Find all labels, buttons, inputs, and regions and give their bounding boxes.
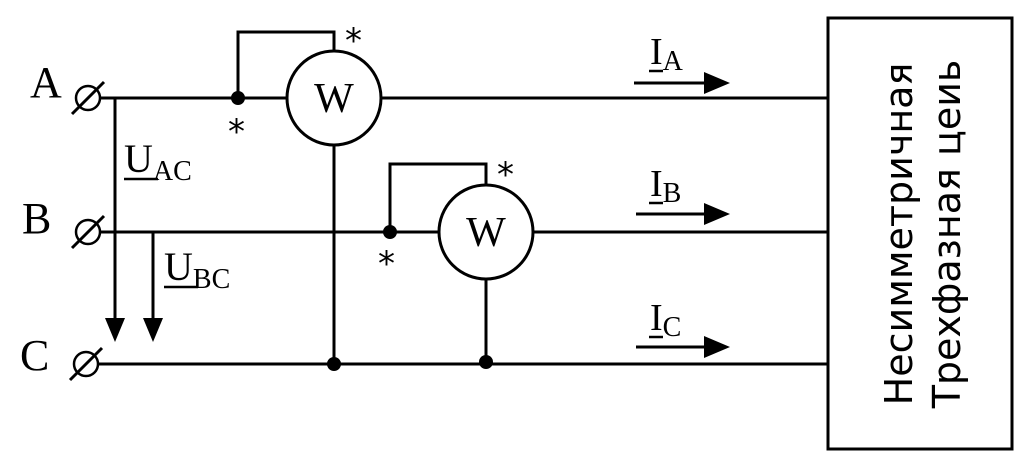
voltage-ac-arrow — [105, 98, 125, 342]
voltage-bc-sub: BC — [193, 264, 230, 295]
polarity-mark: * — [345, 21, 362, 61]
phase-b-label: B — [22, 194, 51, 243]
voltage-bc-label: UBC — [164, 244, 230, 295]
current-b-arrow — [636, 203, 730, 225]
voltage-bc-arrow — [143, 232, 163, 342]
load-box: Несимметричная Трехфазная цеиь — [826, 16, 1014, 451]
svg-text:IB: IB — [650, 163, 681, 209]
junction-dot — [327, 357, 341, 371]
voltage-ac-sub: AC — [153, 156, 192, 187]
current-c-label: IC — [649, 297, 681, 343]
wattmeter-2-label: W — [466, 210, 506, 256]
wattmeter-1-label: W — [314, 76, 354, 122]
junction-dot — [231, 91, 245, 105]
phase-c-label: C — [20, 331, 49, 380]
wattmeter-1: W * * — [228, 21, 383, 371]
current-c-sub: C — [663, 312, 682, 343]
current-c-arrow — [636, 336, 730, 358]
phase-a-label: A — [30, 58, 62, 107]
svg-text:IC: IC — [650, 297, 681, 343]
svg-text:UAC: UAC — [124, 136, 192, 187]
current-b-main: I — [650, 163, 663, 205]
terminal-b — [70, 214, 106, 250]
current-b-label: IB — [649, 163, 681, 209]
terminal-a — [70, 80, 106, 116]
current-b-sub: B — [663, 178, 682, 209]
polarity-mark: * — [378, 244, 395, 284]
terminal-c — [68, 346, 104, 382]
voltage-ac-label: UAC — [124, 136, 192, 187]
load-label-line1: Несимметричная — [877, 63, 921, 406]
svg-text:IA: IA — [650, 31, 684, 77]
current-a-sub: A — [663, 46, 684, 77]
wattmeter-2: W * * — [378, 155, 535, 369]
current-a-arrow — [634, 72, 730, 94]
current-c-main: I — [650, 297, 663, 339]
junction-dot — [383, 225, 397, 239]
current-a-main: I — [650, 31, 663, 73]
voltage-ac-main: U — [124, 136, 153, 181]
svg-text:UBC: UBC — [164, 244, 230, 295]
current-a-label: IA — [649, 31, 684, 77]
voltage-bc-main: U — [164, 244, 193, 289]
junction-dot — [479, 355, 493, 369]
polarity-mark: * — [228, 112, 245, 152]
polarity-mark: * — [497, 155, 514, 195]
load-label-line2: Трехфазная цеиь — [925, 60, 969, 410]
